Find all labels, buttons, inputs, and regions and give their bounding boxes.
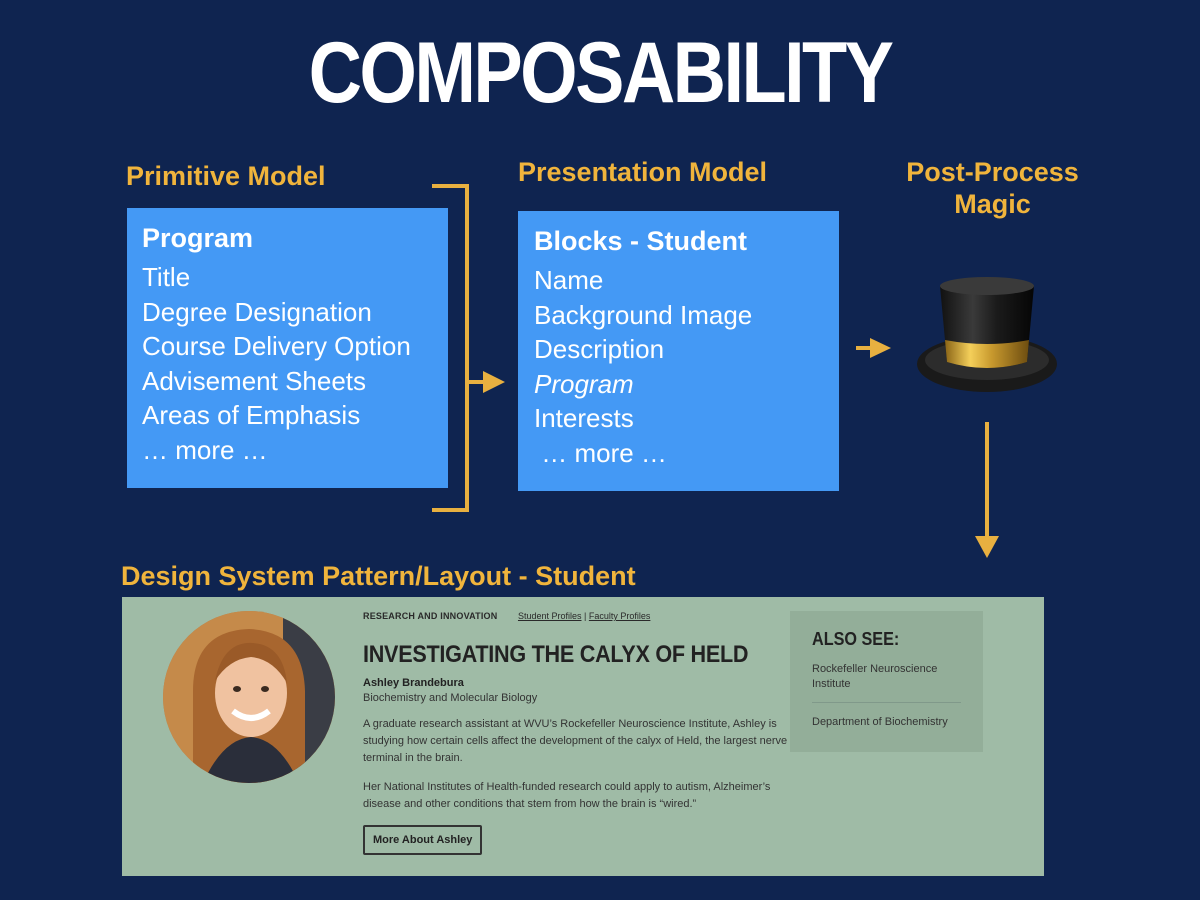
primitive-model-box: Program Title Degree Designation Course … [127,208,448,488]
primitive-model-label: Primitive Model [126,161,326,191]
also-see-box: ALSO SEE: Rockefeller Neuroscience Insti… [790,611,983,752]
primitive-item: … more … [142,434,268,465]
postprocess-label-line2: Magic [954,189,1031,220]
student-layout-panel: RESEARCH AND INNOVATION Student Profiles… [122,597,1044,876]
arrow-down-to-layout [975,422,999,558]
primitive-item: Course Delivery Option [142,331,411,361]
primitive-item: Title [142,262,191,292]
profile-description: A graduate research assistant at WVU’s R… [363,718,788,764]
primitive-item: Advisement Sheets [142,365,367,396]
design-system-label: Design System Pattern/Layout - Student [121,561,636,591]
arrow-to-postprocess [856,338,891,358]
primitive-item: Areas of Emphasis [142,400,361,430]
bracket-shape [432,184,469,512]
presentation-item: Description [534,334,665,364]
presentation-item: Interests [534,403,634,433]
profile-content: RESEARCH AND INNOVATION Student Profiles… [363,611,788,855]
presentation-item: Background Image [534,299,753,330]
link-separator: | [584,611,587,621]
profile-headline: INVESTIGATING THE CALYX OF HELD [363,641,749,668]
primitive-item: Degree Designation [142,296,372,327]
student-department: Biochemistry and Molecular Biology [363,692,538,704]
student-photo [163,611,335,783]
student-name: Ashley Brandebura [363,677,464,689]
also-see-link-biochem[interactable]: Department of Biochemistry [812,716,948,728]
also-see-link-rni[interactable]: Rockefeller Neuroscience Institute [812,663,938,690]
section-label: RESEARCH AND INNOVATION [363,611,498,621]
postprocess-label-line1: Post-Process [906,157,1079,187]
also-see-title: ALSO SEE: [812,629,900,649]
also-see-divider [812,702,961,703]
faculty-profiles-link[interactable]: Faculty Profiles [588,611,651,621]
student-profiles-link[interactable]: Student Profiles [517,611,582,621]
presentation-model-label: Presentation Model [518,157,768,187]
presentation-item: Name [534,265,604,295]
more-about-button[interactable]: More About Ashley [363,825,483,855]
presentation-model-box: Blocks - Student Name Background Image D… [518,211,839,491]
presentation-item: Program [534,368,634,399]
slide-title: COMPOSABILITY [308,25,894,121]
primitive-heading: Program [142,223,254,253]
postprocess-label: Post-Process Magic [880,156,1105,221]
arrow-to-presentation [467,371,505,393]
presentation-heading: Blocks - Student [534,226,748,256]
profile-description: Her National Institutes of Health-funded… [363,781,771,810]
presentation-item: … more … [534,437,667,468]
breadcrumb: RESEARCH AND INNOVATION Student Profiles… [363,611,788,621]
top-hat-icon [917,277,1057,392]
